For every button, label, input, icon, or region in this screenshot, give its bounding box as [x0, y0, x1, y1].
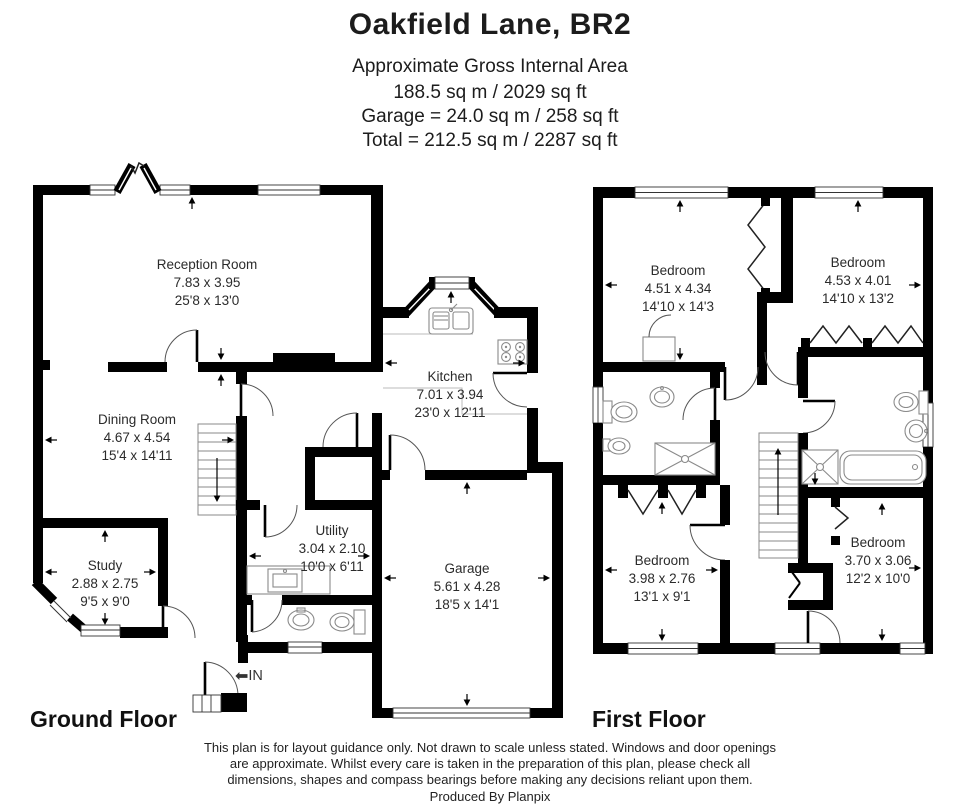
disclaimer-line-2: are approximate. Whilst every care is ta…: [229, 756, 751, 771]
basin-icon: [904, 419, 928, 443]
room-label-reception: Reception Room 7.83 x 3.95 25'8 x 13'0: [156, 257, 258, 308]
window: [592, 386, 604, 424]
door: [806, 610, 841, 644]
door: [802, 399, 836, 434]
toilet-icon: [602, 400, 638, 424]
bidet-icon: [602, 437, 631, 455]
page-title: Oakfield Lane, BR2: [348, 8, 632, 41]
porch-steps: [192, 694, 222, 713]
gross-area-line: 188.5 sq m / 2029 sq ft: [393, 82, 587, 103]
bathtub-icon: [839, 450, 927, 485]
garage-door: [392, 707, 531, 719]
wardrobe-zigzag: [831, 498, 850, 545]
toilet-icon: [329, 609, 366, 635]
first-floor-title: First Floor: [592, 706, 706, 732]
door: [492, 371, 528, 408]
total-area-line: Total = 212.5 sq m / 2287 sq ft: [362, 130, 618, 151]
door: [723, 366, 759, 401]
door: [388, 434, 426, 471]
door: [164, 329, 199, 363]
basin-icon: [649, 386, 675, 408]
door: [689, 523, 726, 561]
door: [322, 412, 359, 448]
stairs: [197, 423, 237, 516]
subtitle: Approximate Gross Internal Area: [352, 56, 628, 77]
room-label-garage: Garage 5.61 x 4.28 18'5 x 14'1: [433, 561, 501, 612]
room-label-bedroom2: Bedroom 4.53 x 4.01 14'10 x 13'2: [822, 255, 894, 306]
first-floor-plan-area: Bedroom 4.51 x 4.34 14'10 x 14'3 Bedroom…: [585, 170, 965, 730]
toilet-icon: [893, 390, 929, 415]
basin-icon: [287, 607, 315, 631]
bay-window: [113, 161, 162, 194]
door: [764, 351, 800, 386]
garage-area-line: Garage = 24.0 sq m / 258 sq ft: [361, 106, 619, 127]
door: [682, 387, 717, 421]
ground-floor-plan-area: Reception Room 7.83 x 3.95 25'8 x 13'0 D…: [25, 158, 585, 733]
window: [434, 276, 470, 290]
door: [203, 661, 239, 697]
window: [89, 184, 321, 196]
disclaimer-line-3: dimensions, shapes and compass bearings …: [227, 772, 753, 787]
room-label-utility: Utility 3.04 x 2.10 10'0 x 6'11: [298, 523, 366, 574]
shower-icon: [801, 449, 839, 485]
hob-icon: [497, 339, 528, 365]
door: [239, 383, 274, 417]
window: [287, 641, 323, 654]
room-label-bedroom3: Bedroom 3.98 x 2.76 13'1 x 9'1: [628, 553, 696, 604]
room-label-kitchen: Kitchen 7.01 x 3.94 23'0 x 12'11: [414, 369, 486, 420]
closet: [642, 314, 676, 362]
entrance-label: ⬅IN: [235, 668, 263, 685]
bay-window: [31, 578, 121, 637]
closet: [788, 563, 833, 610]
room-label-study: Study 2.88 x 2.75 9'5 x 9'0: [71, 558, 139, 609]
room-label-dining: Dining Room 4.67 x 4.54 15'4 x 14'11: [97, 412, 177, 463]
door: [263, 504, 298, 538]
disclaimer-line-1: This plan is for layout guidance only. N…: [203, 740, 777, 755]
first-floor-plan: [592, 186, 934, 655]
wardrobe-zigzag: [618, 485, 706, 516]
produced-by: Produced By Planpix: [429, 789, 551, 804]
room-label-bedroom1: Bedroom 4.51 x 4.34 14'10 x 14'3: [642, 263, 714, 314]
door: [250, 599, 283, 633]
entrance-arrow-icon: ⬅: [235, 668, 249, 685]
stairs: [758, 432, 799, 559]
utility-sink-icon: [246, 565, 331, 595]
ground-floor-plan: [31, 161, 563, 719]
window: [627, 642, 926, 655]
kitchen-sink-icon: [428, 303, 474, 335]
wardrobe-zigzag: [801, 324, 932, 347]
window: [634, 186, 884, 199]
ground-floor-title: Ground Floor: [30, 706, 177, 732]
wardrobe-zigzag: [747, 198, 770, 296]
shower-icon: [654, 442, 716, 476]
room-label-bedroom4: Bedroom 3.70 x 3.06 12'2 x 10'0: [844, 535, 912, 586]
